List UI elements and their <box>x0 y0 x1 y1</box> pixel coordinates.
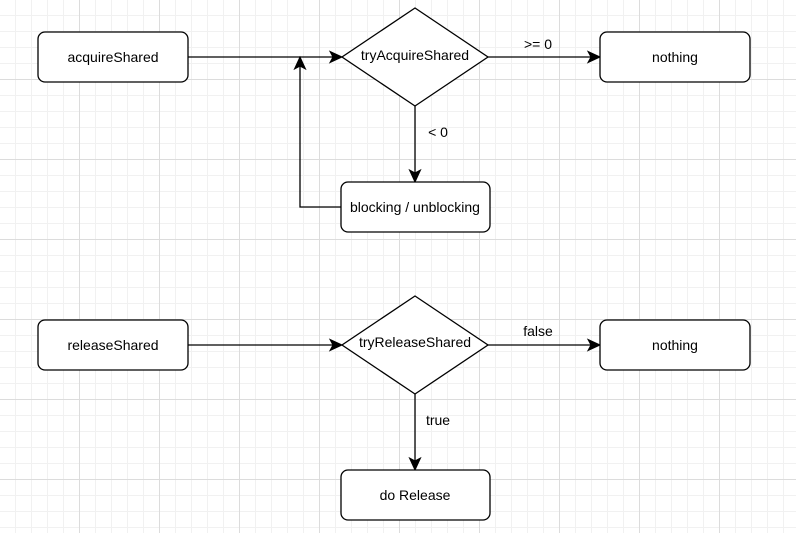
node-try-release-shared-label: tryReleaseShared <box>359 334 471 350</box>
edge-label-fail: < 0 <box>428 124 448 140</box>
edge-blocking-loop-back <box>293 55 341 208</box>
edge-try-release-to-do-release <box>408 394 422 472</box>
edge-acquire-to-try <box>188 50 344 64</box>
node-acquire-nothing: nothing <box>599 31 751 83</box>
node-release-shared: releaseShared <box>37 319 189 371</box>
node-acquire-shared-label: acquireShared <box>67 49 158 65</box>
node-acquire-shared: acquireShared <box>37 31 189 83</box>
node-blocking-unblocking: blocking / unblocking <box>340 181 491 233</box>
edge-try-release-to-nothing <box>488 338 602 352</box>
node-acquire-nothing-label: nothing <box>652 49 698 65</box>
node-try-acquire-shared-label: tryAcquireShared <box>361 47 469 63</box>
edge-try-acquire-to-nothing <box>488 50 602 64</box>
edge-release-to-try <box>188 338 344 352</box>
edge-try-acquire-to-blocking <box>408 106 422 184</box>
node-blocking-unblocking-label: blocking / unblocking <box>350 199 480 215</box>
node-do-release-label: do Release <box>380 487 451 503</box>
node-do-release: do Release <box>340 469 491 521</box>
node-release-nothing: nothing <box>599 319 751 371</box>
node-release-nothing-label: nothing <box>652 337 698 353</box>
node-try-release-shared: tryReleaseShared <box>340 295 490 395</box>
node-release-shared-label: releaseShared <box>67 337 158 353</box>
node-try-acquire-shared: tryAcquireShared <box>340 7 490 107</box>
edge-label-false: false <box>523 323 553 339</box>
edge-label-success: >= 0 <box>524 36 552 52</box>
edge-label-true: true <box>426 412 450 428</box>
